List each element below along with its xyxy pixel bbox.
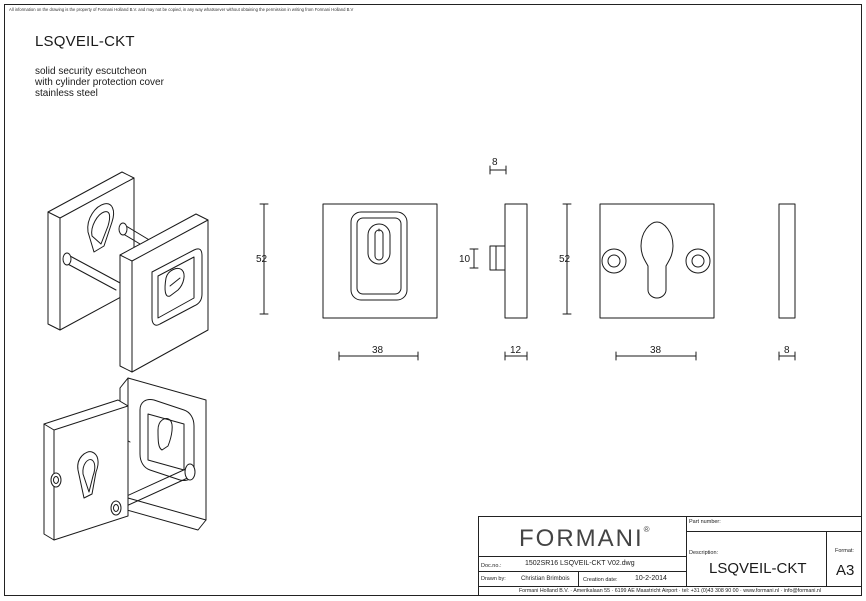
front-view (259, 203, 438, 361)
creation-date-value: 10-2-2014 (635, 575, 667, 582)
back-view (562, 203, 715, 361)
dim-back-side-bottom: 8 (784, 345, 790, 356)
description-line-3: stainless steel (35, 88, 98, 99)
brand-cell: FORMANI® (478, 516, 687, 557)
dim-back-width: 38 (650, 345, 662, 356)
back-side-view (778, 203, 796, 361)
company-footer: Formani Holland B.V. · Amerikalaan 55 · … (518, 588, 822, 594)
title-block: FORMANI® Part number: Description: LSQVE… (478, 516, 862, 596)
doc-number-label: Doc.no.: (481, 563, 502, 569)
drawing-title: LSQVEIL-CKT (35, 33, 135, 50)
description-label: Description: (689, 550, 719, 556)
product-description: solid security escutcheon with cylinder … (35, 66, 164, 99)
dim-side-bottom: 12 (510, 345, 522, 356)
dim-back-height: 52 (559, 254, 571, 265)
drawing-sheet-border (4, 4, 862, 596)
creation-date-label: Creation date: (583, 577, 618, 583)
description-value: LSQVEIL-CKT (709, 560, 807, 577)
doc-number-cell: Doc.no.: 1502SR16 LSQVEIL-CKT V02.dwg (478, 556, 687, 572)
copyright-notice: All information on the drawing is the pr… (9, 7, 354, 12)
description-line-1: solid security escutcheon (35, 66, 147, 77)
dim-front-width: 38 (372, 345, 384, 356)
format-cell: Format: A3 (826, 531, 862, 587)
dim-side-pin: 10 (459, 254, 471, 265)
side-view (469, 165, 528, 361)
drawn-by-label: Drawn by: (481, 576, 506, 582)
isometric-view-top (47, 171, 209, 373)
part-number-label: Part number: (689, 519, 721, 525)
doc-number-value: 1502SR16 LSQVEIL-CKT V02.dwg (525, 560, 635, 567)
brand-logo: FORMANI® (519, 525, 652, 552)
footer-cell (478, 586, 862, 596)
drawn-by-cell: Drawn by: Christian Brimbois (478, 571, 579, 587)
description-line-2: with cylinder protection cover (35, 77, 164, 88)
format-label: Format: (835, 548, 854, 554)
drawn-by-value: Christian Brimbois (521, 576, 570, 582)
part-number-cell: Part number: (686, 516, 862, 532)
dim-side-top: 8 (492, 157, 498, 168)
description-cell: Description: LSQVEIL-CKT (686, 531, 827, 587)
isometric-view-bottom (43, 377, 207, 541)
format-value: A3 (836, 562, 855, 579)
dim-front-height: 52 (256, 254, 268, 265)
creation-date-cell: Creation date: 10-2-2014 (578, 571, 687, 587)
